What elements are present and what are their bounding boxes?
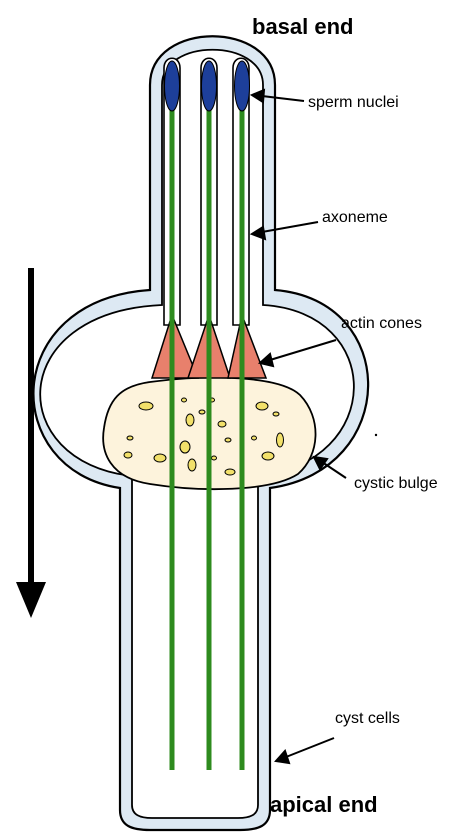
droplet <box>126 435 134 441</box>
arrow-sperm-nuclei-head <box>249 88 266 104</box>
droplet <box>153 453 167 463</box>
droplet <box>138 401 154 411</box>
droplet <box>251 435 257 441</box>
arrow-actin-cones-head <box>257 352 275 368</box>
arrow-axoneme-shaft <box>261 221 319 233</box>
label-cyst-cells: cyst cells <box>335 710 400 727</box>
droplet <box>272 411 280 417</box>
arrow-axoneme-head <box>249 225 267 241</box>
droplet <box>224 437 232 443</box>
droplet <box>123 451 133 459</box>
down-arrow-icon <box>16 268 46 618</box>
droplet <box>211 455 217 461</box>
label-axoneme: axoneme <box>322 209 388 226</box>
sperm-nuclei <box>164 60 250 112</box>
droplet <box>185 413 195 427</box>
actin-cone-left <box>150 312 200 379</box>
nucleus-middle <box>201 60 217 112</box>
arrow-sperm-nuclei-shaft <box>261 95 305 102</box>
label-actin-cones: actin cones <box>341 315 422 332</box>
droplet <box>217 420 227 428</box>
droplet <box>261 451 275 461</box>
label-sperm-nuclei: sperm nuclei <box>308 94 399 111</box>
label-basal-end: basal end <box>252 14 353 39</box>
droplet <box>187 458 197 472</box>
stray-dot <box>374 433 378 437</box>
cytoplasm-droplets <box>123 397 284 476</box>
label-cystic-bulge: cystic bulge <box>354 475 438 492</box>
axonemes <box>169 110 245 770</box>
label-arrows <box>249 88 347 765</box>
nucleus-right <box>234 60 250 112</box>
droplet <box>276 432 284 448</box>
droplet <box>255 401 269 411</box>
arrow-cyst-cells-shaft <box>285 737 335 758</box>
droplet <box>181 397 187 403</box>
arrow-cystic-bulge-shaft <box>321 461 347 479</box>
arrow-cyst-cells-head <box>274 749 291 765</box>
arrow-cystic-bulge-head <box>312 455 329 471</box>
arrow-actin-cones-shaft <box>269 339 337 361</box>
nucleus-left <box>164 60 180 112</box>
label-apical-end: apical end <box>270 792 378 817</box>
droplet <box>198 409 206 415</box>
actin-cone-right <box>227 312 268 379</box>
droplet <box>224 468 236 476</box>
droplet <box>179 440 191 454</box>
